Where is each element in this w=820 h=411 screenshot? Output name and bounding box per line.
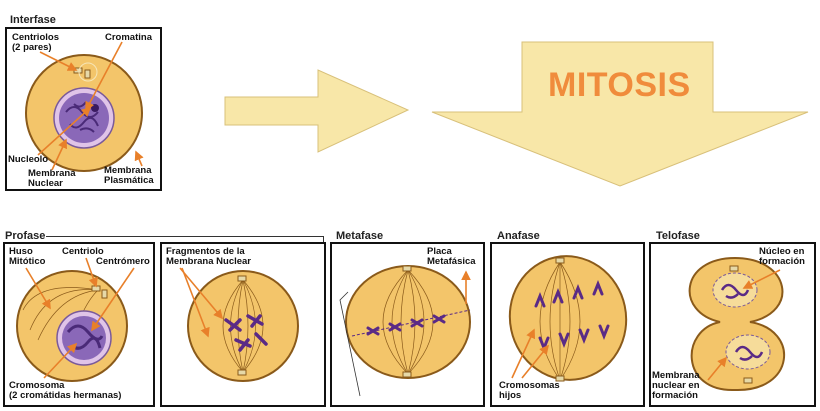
label-fragmentos-2: Membrana Nuclear <box>166 256 252 267</box>
anafase-cell <box>508 255 628 382</box>
metafase-cell <box>339 265 471 397</box>
mitosis-label: MITOSIS <box>548 66 691 104</box>
profase-bracket-tick <box>323 236 324 242</box>
interfase-cell <box>25 54 143 172</box>
telofase-cell <box>688 256 785 392</box>
label-membrana-plasmatica-2: Plasmática <box>104 175 154 186</box>
label-cromatina: Cromatina <box>105 32 152 43</box>
label-cromosoma-1: Cromosoma <box>9 380 65 391</box>
anafase-title: Anafase <box>497 230 540 242</box>
label-centriolos: Centriolos <box>12 32 59 43</box>
label-membrana-plasmatica-1: Membrana <box>104 165 152 176</box>
label-membrana-nuclear-2: Nuclear <box>28 178 63 189</box>
label-cromosomas-hijos-2: hijos <box>499 390 522 401</box>
metafase-title: Metafase <box>336 230 384 242</box>
label-nucleo-2: formación <box>759 256 805 267</box>
profase-title: Profase <box>5 230 46 242</box>
interfase-title: Interfase <box>10 14 56 26</box>
label-membrana-formacion-3: formación <box>652 390 698 401</box>
label-cromosoma-2: (2 cromátidas hermanas) <box>9 390 122 401</box>
label-centriolos-pares: (2 pares) <box>12 42 52 53</box>
label-placa-1: Placa <box>427 246 452 257</box>
label-membrana-nuclear-1: Membrana <box>28 168 76 179</box>
label-fragmentos-1: Fragmentos de la <box>166 246 245 257</box>
label-huso-2: Mitótico <box>9 256 46 267</box>
label-nucleolo: Nucleolo <box>8 154 49 165</box>
label-cromosomas-hijos-1: Cromosomas <box>499 380 560 391</box>
telofase-title: Telofase <box>656 230 700 242</box>
label-placa-2: Metafásica <box>427 256 476 267</box>
label-centriolo: Centriolo <box>62 246 104 257</box>
profase-cell-2 <box>187 270 299 382</box>
big-right-arrow <box>224 69 410 153</box>
label-nucleo-1: Núcleo en <box>759 246 805 257</box>
profase-cell-1 <box>16 270 128 382</box>
label-huso-1: Huso <box>9 246 33 257</box>
label-membrana-formacion-1: Membrana <box>652 370 700 381</box>
label-centromero: Centrómero <box>96 256 150 267</box>
label-membrana-formacion-2: nuclear en <box>652 380 700 391</box>
mitosis-down-arrow <box>431 41 809 187</box>
profase-bracket-line <box>46 236 324 237</box>
